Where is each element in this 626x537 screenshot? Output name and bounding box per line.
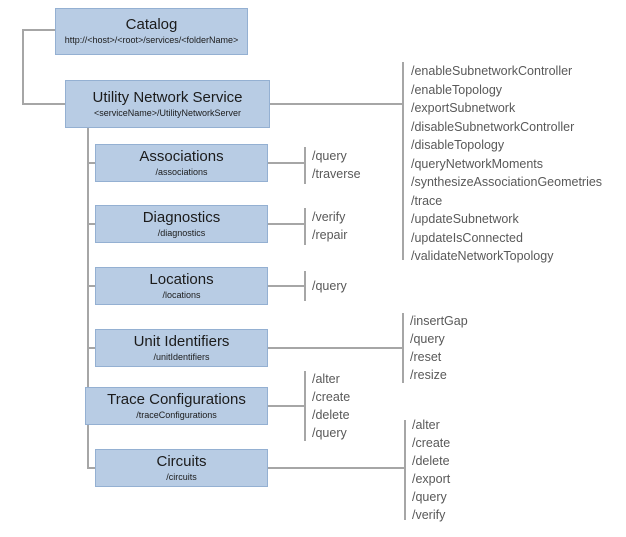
- operation-label: /enableSubnetworkController: [411, 64, 573, 78]
- node-diagnostics-title: Diagnostics: [142, 208, 221, 226]
- node-circuits: Circuits /circuits: [95, 449, 268, 487]
- node-locations: Locations /locations: [95, 267, 268, 305]
- associations-operations-list: /query /traverse: [312, 147, 361, 183]
- locations-operations-list: /query: [312, 277, 347, 295]
- connector-catalog-stub: [22, 29, 55, 31]
- node-locations-title: Locations: [149, 270, 214, 288]
- bracket-unit-identifiers-ops: [402, 313, 404, 383]
- node-trace-configurations: Trace Configurations /traceConfiguration…: [85, 387, 268, 425]
- operation-label: /traverse: [312, 167, 361, 181]
- node-circuits-title: Circuits: [156, 452, 207, 470]
- connector-circuits-ops: [268, 467, 405, 469]
- connector-catalog-to-service: [22, 103, 65, 105]
- node-unit-identifiers-subtitle: /unitIdentifiers: [153, 351, 210, 362]
- operation-label: /export: [412, 472, 451, 486]
- connector-branch-circuits: [87, 467, 97, 469]
- operation-label: /resize: [410, 368, 447, 382]
- operation-label: /exportSubnetwork: [411, 101, 516, 115]
- operation-label: /disableSubnetworkController: [411, 119, 575, 134]
- operation-label: /query: [312, 279, 347, 293]
- operation-label: /delete: [412, 454, 450, 468]
- operation-label: /verify: [312, 210, 346, 224]
- node-trace-configurations-title: Trace Configurations: [107, 390, 246, 408]
- connector-catalog-vertical: [22, 29, 24, 105]
- operation-label: /disableTopology: [411, 138, 505, 152]
- bracket-trace-configurations-ops: [304, 371, 306, 441]
- operation-label: /create: [312, 390, 351, 404]
- node-catalog-subtitle: http://<host>/<root>/services/<folderNam…: [64, 35, 239, 46]
- operation-label: /synthesizeAssociationGeometries: [411, 175, 603, 189]
- operation-label: /verify: [412, 508, 446, 522]
- node-trace-configurations-subtitle: /traceConfigurations: [136, 409, 217, 420]
- diagnostics-operations-list: /verify /repair: [312, 208, 347, 244]
- operation-label: /query: [410, 332, 445, 346]
- connector-associations-ops: [268, 162, 306, 164]
- node-catalog-title: Catalog: [125, 16, 178, 34]
- operation-label: /insertGap: [410, 314, 468, 328]
- bracket-service-ops: [402, 62, 404, 260]
- bracket-locations-ops: [304, 271, 306, 301]
- bracket-associations-ops: [304, 147, 306, 184]
- connector-branch-diagnostics: [87, 223, 97, 225]
- node-unit-identifiers-title: Unit Identifiers: [133, 332, 230, 350]
- node-associations: Associations /associations: [95, 144, 268, 182]
- node-catalog: Catalog http://<host>/<root>/services/<f…: [55, 8, 248, 55]
- node-diagnostics-subtitle: /diagnostics: [157, 227, 206, 238]
- operation-label: /validateNetworkTopology: [411, 249, 554, 263]
- operation-label: /repair: [312, 228, 348, 242]
- connector-diagnostics-ops: [268, 223, 306, 225]
- connector-branch-locations: [87, 285, 97, 287]
- connector-branch-unit-identifiers: [87, 347, 97, 349]
- unit-identifiers-operations-list: /insertGap /query /reset /resize: [410, 312, 468, 384]
- operation-label: /updateIsConnected: [411, 230, 523, 245]
- connector-locations-ops: [268, 285, 306, 287]
- bracket-diagnostics-ops: [304, 208, 306, 245]
- connector-unit-identifiers-ops: [268, 347, 403, 349]
- operation-label: /reset: [410, 350, 442, 364]
- node-circuits-subtitle: /circuits: [166, 471, 197, 482]
- node-unit-identifiers: Unit Identifiers /unitIdentifiers: [95, 329, 268, 367]
- node-utility-network-service-title: Utility Network Service: [92, 88, 243, 106]
- operation-label: /updateSubnetwork: [411, 212, 519, 226]
- bracket-circuits-ops: [404, 420, 406, 520]
- operation-label: /query: [412, 490, 447, 504]
- node-utility-network-service: Utility Network Service <serviceName>/Ut…: [65, 80, 270, 128]
- connector-trunk-vertical: [87, 128, 89, 469]
- node-locations-subtitle: /locations: [162, 289, 201, 300]
- service-operations-list: /enableSubnetworkController /enableTopol…: [411, 62, 602, 266]
- node-diagnostics: Diagnostics /diagnostics: [95, 205, 268, 243]
- operation-label: /query: [312, 149, 347, 163]
- connector-trace-configurations-ops: [268, 405, 306, 407]
- trace-configurations-operations-list: /alter /create /delete /query: [312, 370, 350, 442]
- operation-label: /create: [412, 436, 451, 450]
- operation-label: /alter: [312, 372, 340, 386]
- operation-label: /enableTopology: [411, 82, 503, 97]
- node-associations-title: Associations: [139, 147, 224, 165]
- node-associations-subtitle: /associations: [155, 166, 208, 177]
- node-utility-network-service-subtitle: <serviceName>/UtilityNetworkServer: [93, 107, 242, 118]
- operation-label: /alter: [412, 418, 440, 432]
- operation-label: /queryNetworkMoments: [411, 156, 543, 171]
- connector-service-ops: [270, 103, 403, 105]
- operation-label: /delete: [312, 408, 350, 422]
- connector-branch-associations: [87, 162, 97, 164]
- operation-label: /query: [312, 426, 347, 440]
- circuits-operations-list: /alter /create /delete /export /query /v…: [412, 416, 450, 524]
- operation-label: /trace: [411, 193, 443, 208]
